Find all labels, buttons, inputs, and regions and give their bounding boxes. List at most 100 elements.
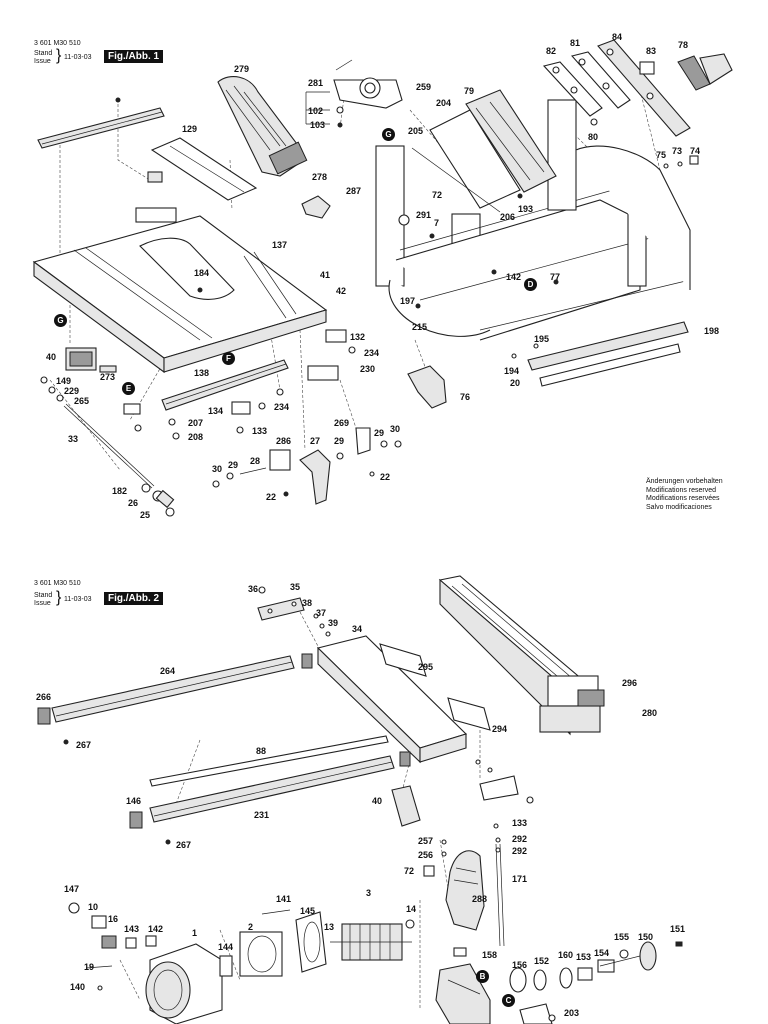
callout-72: 72 xyxy=(404,866,415,876)
callout-132: 132 xyxy=(350,332,366,342)
fig2-brace: } xyxy=(56,589,62,606)
riving-knife xyxy=(423,823,505,947)
callout-41: 41 xyxy=(320,270,331,280)
notice-de: Änderungen vorbehalten xyxy=(646,478,723,485)
callout-294: 294 xyxy=(492,724,508,734)
base-frame xyxy=(375,99,691,341)
callout-205: 205 xyxy=(408,126,424,136)
fig2-issue-label: Issue xyxy=(34,600,51,607)
callout-75: 75 xyxy=(656,150,667,160)
fig2-title: Fig./Abb. 2 xyxy=(104,592,164,605)
callout-215: 215 xyxy=(412,322,428,332)
callout-145: 145 xyxy=(300,906,316,916)
callout-142: 142 xyxy=(506,272,522,282)
callout-29-c: 29 xyxy=(228,460,239,470)
marker-F: F xyxy=(222,352,235,365)
rails-lower xyxy=(129,735,534,845)
callout-1: 1 xyxy=(192,928,198,938)
callout-142: 142 xyxy=(148,924,164,934)
marker-G-table: G xyxy=(54,314,67,327)
callout-281: 281 xyxy=(308,78,324,88)
callout-146: 146 xyxy=(126,796,142,806)
top-rail xyxy=(37,97,165,149)
callout-134: 134 xyxy=(208,406,224,416)
notice-es: Salvo modificaciones xyxy=(646,503,712,511)
callout-88: 88 xyxy=(256,746,267,756)
callout-154: 154 xyxy=(594,948,610,958)
notice-fr: Modifications reservées xyxy=(646,495,720,502)
callout-38: 38 xyxy=(302,598,313,608)
left-parts xyxy=(40,347,289,517)
rail-264 xyxy=(37,655,295,745)
blade-guard xyxy=(217,76,308,177)
callout-151: 151 xyxy=(670,924,686,934)
callout-234-a: 234 xyxy=(364,348,380,358)
callout-29-b: 29 xyxy=(334,436,345,446)
callout-198: 198 xyxy=(704,326,720,336)
callout-10: 10 xyxy=(88,902,99,912)
callout-292-b: 292 xyxy=(512,846,528,856)
callout-39: 39 xyxy=(328,618,339,628)
callout-33: 33 xyxy=(68,434,79,444)
callout-37: 37 xyxy=(316,608,327,618)
callout-7: 7 xyxy=(434,218,440,228)
front-rails xyxy=(407,321,689,409)
callout-27: 27 xyxy=(310,436,321,446)
notice-en: Modifications reserved xyxy=(646,486,717,494)
callout-76: 76 xyxy=(460,392,471,402)
insert-plate xyxy=(135,137,258,223)
marker-E: E xyxy=(122,382,135,395)
callout-149: 149 xyxy=(56,376,72,386)
callout-267-b: 267 xyxy=(176,840,192,850)
callout-30-b: 30 xyxy=(212,464,223,474)
marker-B: B xyxy=(476,970,489,983)
callout-26: 26 xyxy=(128,498,139,508)
callout-182: 182 xyxy=(112,486,128,496)
riving-bracket xyxy=(305,59,403,128)
fig1-date: 11-03-03 xyxy=(64,54,92,61)
callout-20: 20 xyxy=(510,378,521,388)
callout-257: 257 xyxy=(418,836,434,846)
fig2-doc-number: 3 601 M30 510 xyxy=(34,580,81,587)
callout-264: 264 xyxy=(160,666,176,676)
callout-79: 79 xyxy=(464,86,475,96)
callout-73: 73 xyxy=(672,146,683,156)
callout-265: 265 xyxy=(74,396,90,406)
callout-203: 203 xyxy=(564,1008,580,1018)
callout-28: 28 xyxy=(250,456,261,466)
extension-table xyxy=(301,635,491,764)
callout-259: 259 xyxy=(416,82,432,92)
callout-103: 103 xyxy=(310,120,326,130)
callout-143: 143 xyxy=(124,924,140,934)
callout-133: 133 xyxy=(252,426,268,436)
callout-141: 141 xyxy=(276,894,292,904)
callout-40: 40 xyxy=(46,352,57,362)
callout-138: 138 xyxy=(194,368,210,378)
callout-234-b: 234 xyxy=(274,402,290,412)
callout-286: 286 xyxy=(276,436,292,446)
callout-267-a: 267 xyxy=(76,740,92,750)
motor-assembly xyxy=(68,902,415,1024)
callout-184: 184 xyxy=(194,268,210,278)
callout-82: 82 xyxy=(546,46,557,56)
callout-77: 77 xyxy=(550,272,561,282)
callout-295: 295 xyxy=(418,662,434,672)
callout-152: 152 xyxy=(534,956,550,966)
callout-34: 34 xyxy=(352,624,363,634)
table-top xyxy=(32,215,328,374)
callout-160: 160 xyxy=(558,950,574,960)
lever-278 xyxy=(301,195,331,219)
fig1-notice: Änderungen vorbehalten Modifications res… xyxy=(646,478,723,512)
callout-102: 102 xyxy=(308,106,324,116)
callout-42: 42 xyxy=(336,286,347,296)
callout-197: 197 xyxy=(400,296,416,306)
callout-144: 144 xyxy=(218,942,234,952)
callout-292-a: 292 xyxy=(512,834,528,844)
fig1-doc-number: 3 601 M30 510 xyxy=(34,40,81,47)
callout-156: 156 xyxy=(512,960,528,970)
callout-14: 14 xyxy=(406,904,417,914)
fig1-stand-label: Stand xyxy=(34,50,53,57)
rip-fence xyxy=(438,575,605,736)
callout-193: 193 xyxy=(518,204,534,214)
callout-2: 2 xyxy=(248,922,254,932)
